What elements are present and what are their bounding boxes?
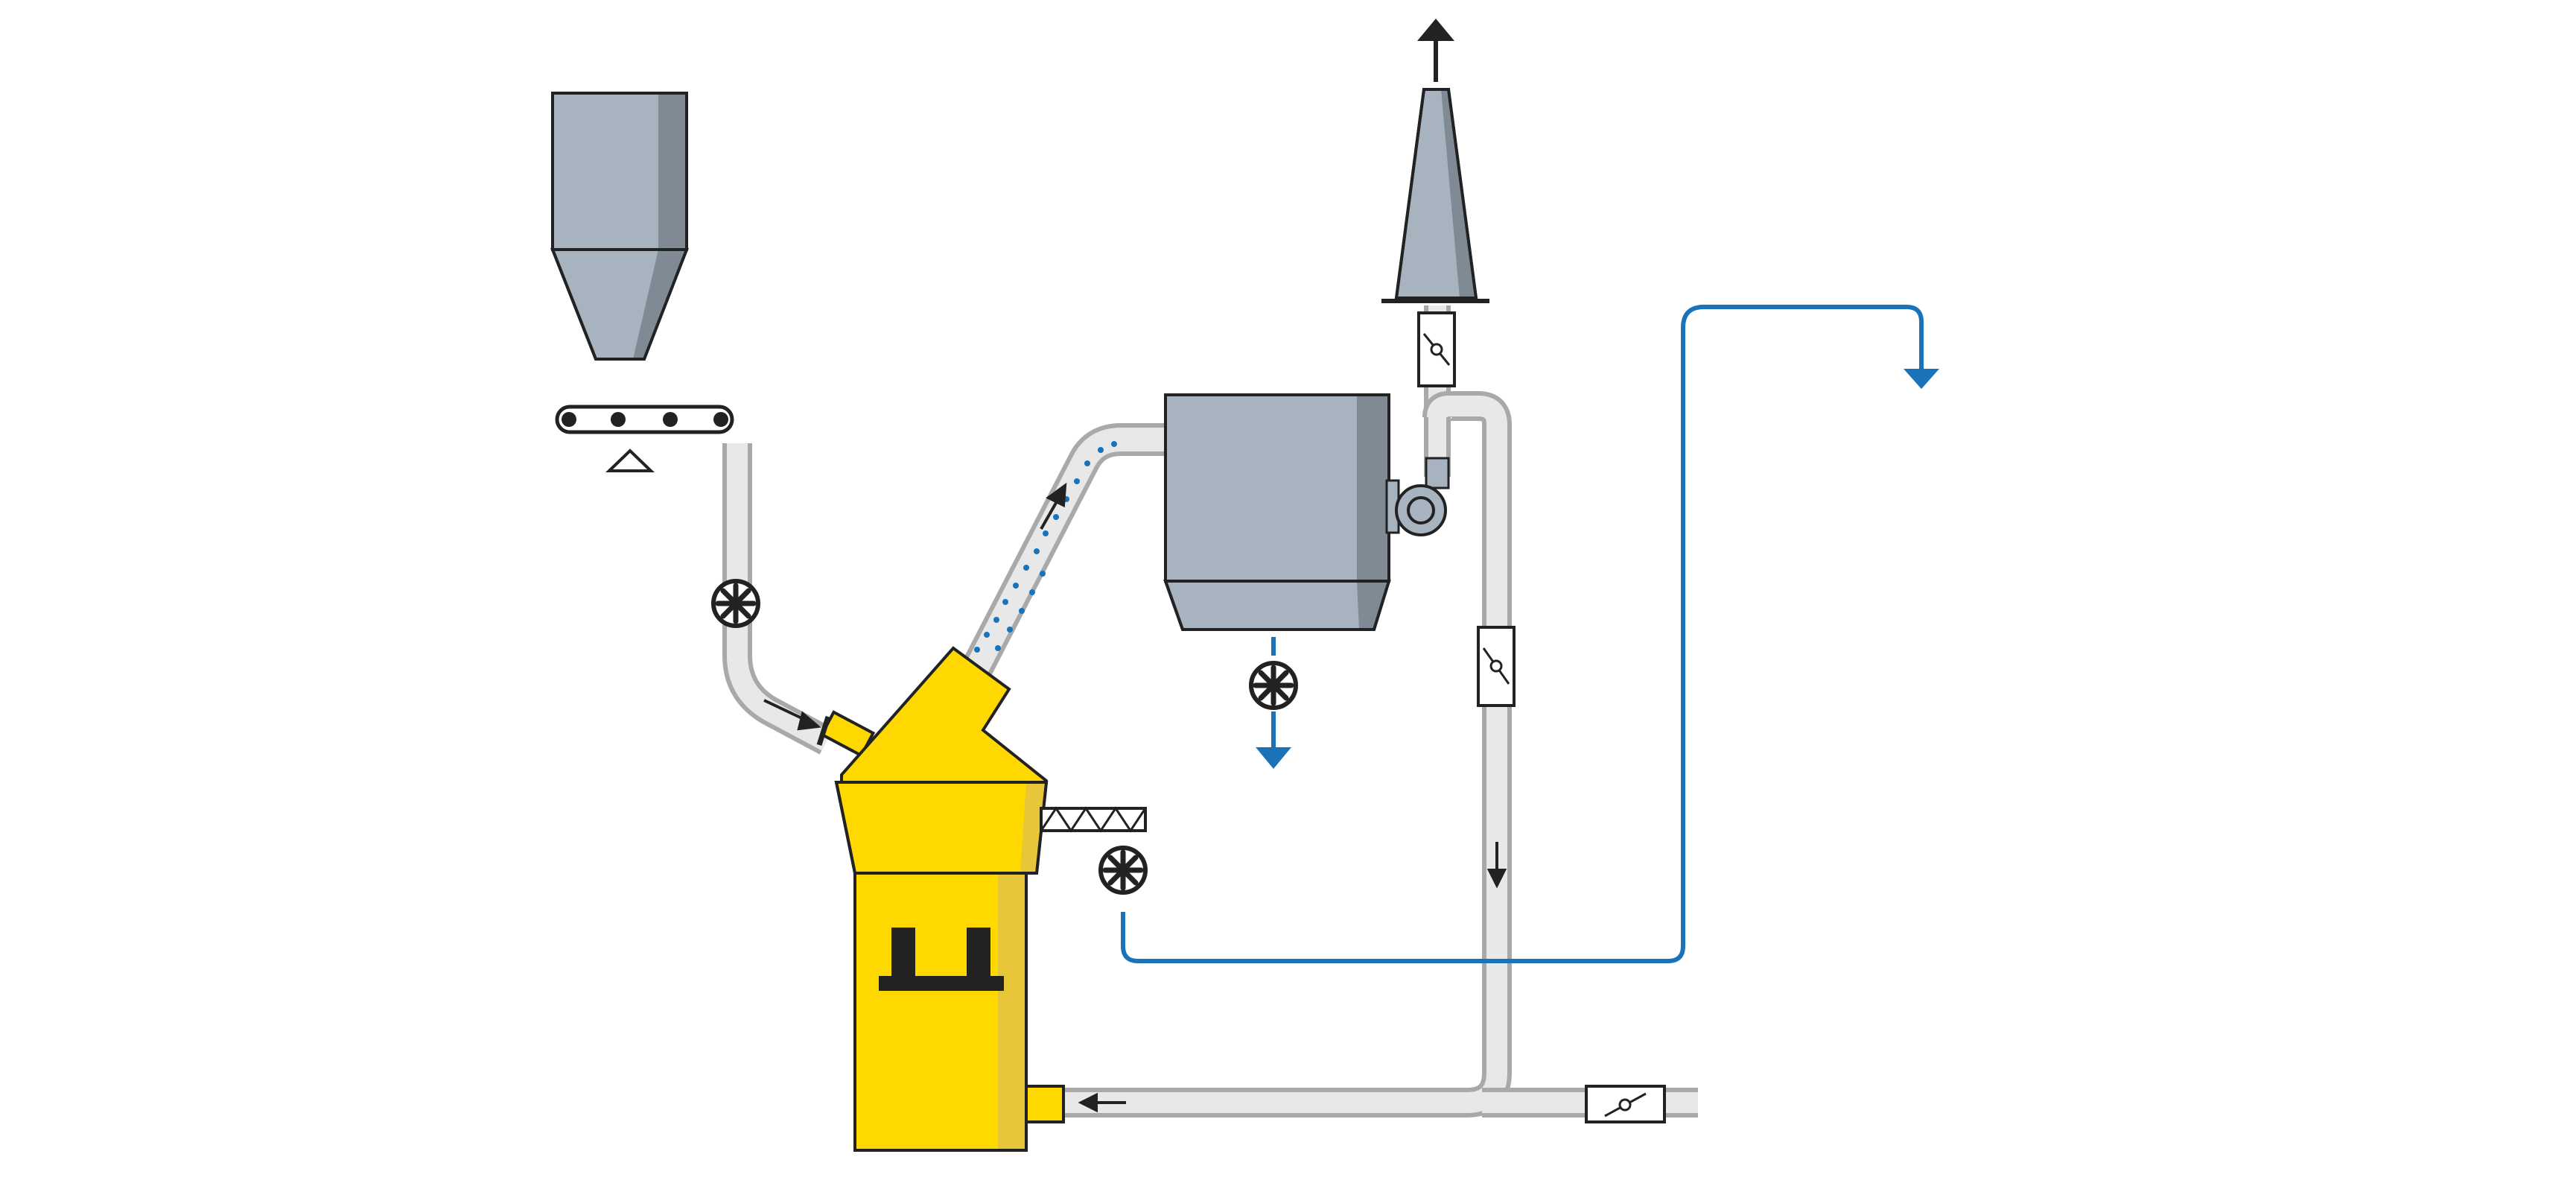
damper-icon bbox=[1477, 626, 1516, 707]
screw-conveyor-icon bbox=[1040, 806, 1147, 833]
fan-icon bbox=[1385, 457, 1450, 536]
arrow-down-icon bbox=[1256, 747, 1291, 769]
damper-icon bbox=[1585, 1085, 1666, 1123]
bag-filter-icon bbox=[1163, 393, 1391, 631]
rotary-valve-icon bbox=[1251, 663, 1296, 708]
flow-arrow-icon bbox=[763, 699, 821, 731]
dust-particles bbox=[974, 441, 1117, 653]
rotary-valve-icon bbox=[1101, 848, 1145, 893]
silo-icon bbox=[550, 92, 689, 361]
conveyor-support-icon bbox=[605, 448, 655, 472]
flow-arrow-icon bbox=[1486, 842, 1507, 889]
stack-icon bbox=[1381, 88, 1489, 303]
mill-icon bbox=[816, 646, 1065, 1152]
flow-arrow-icon bbox=[1078, 1092, 1126, 1113]
arrow-up-icon bbox=[1417, 19, 1454, 41]
damper-icon bbox=[1417, 311, 1456, 387]
rotary-valve-icon bbox=[713, 581, 758, 626]
pipe-network bbox=[722, 305, 1698, 1118]
conveyor-icon bbox=[555, 405, 734, 472]
arrow-down-icon bbox=[1904, 369, 1939, 389]
reject-line-pipe bbox=[1121, 305, 1924, 963]
flow-arrow-icon bbox=[1040, 482, 1067, 530]
